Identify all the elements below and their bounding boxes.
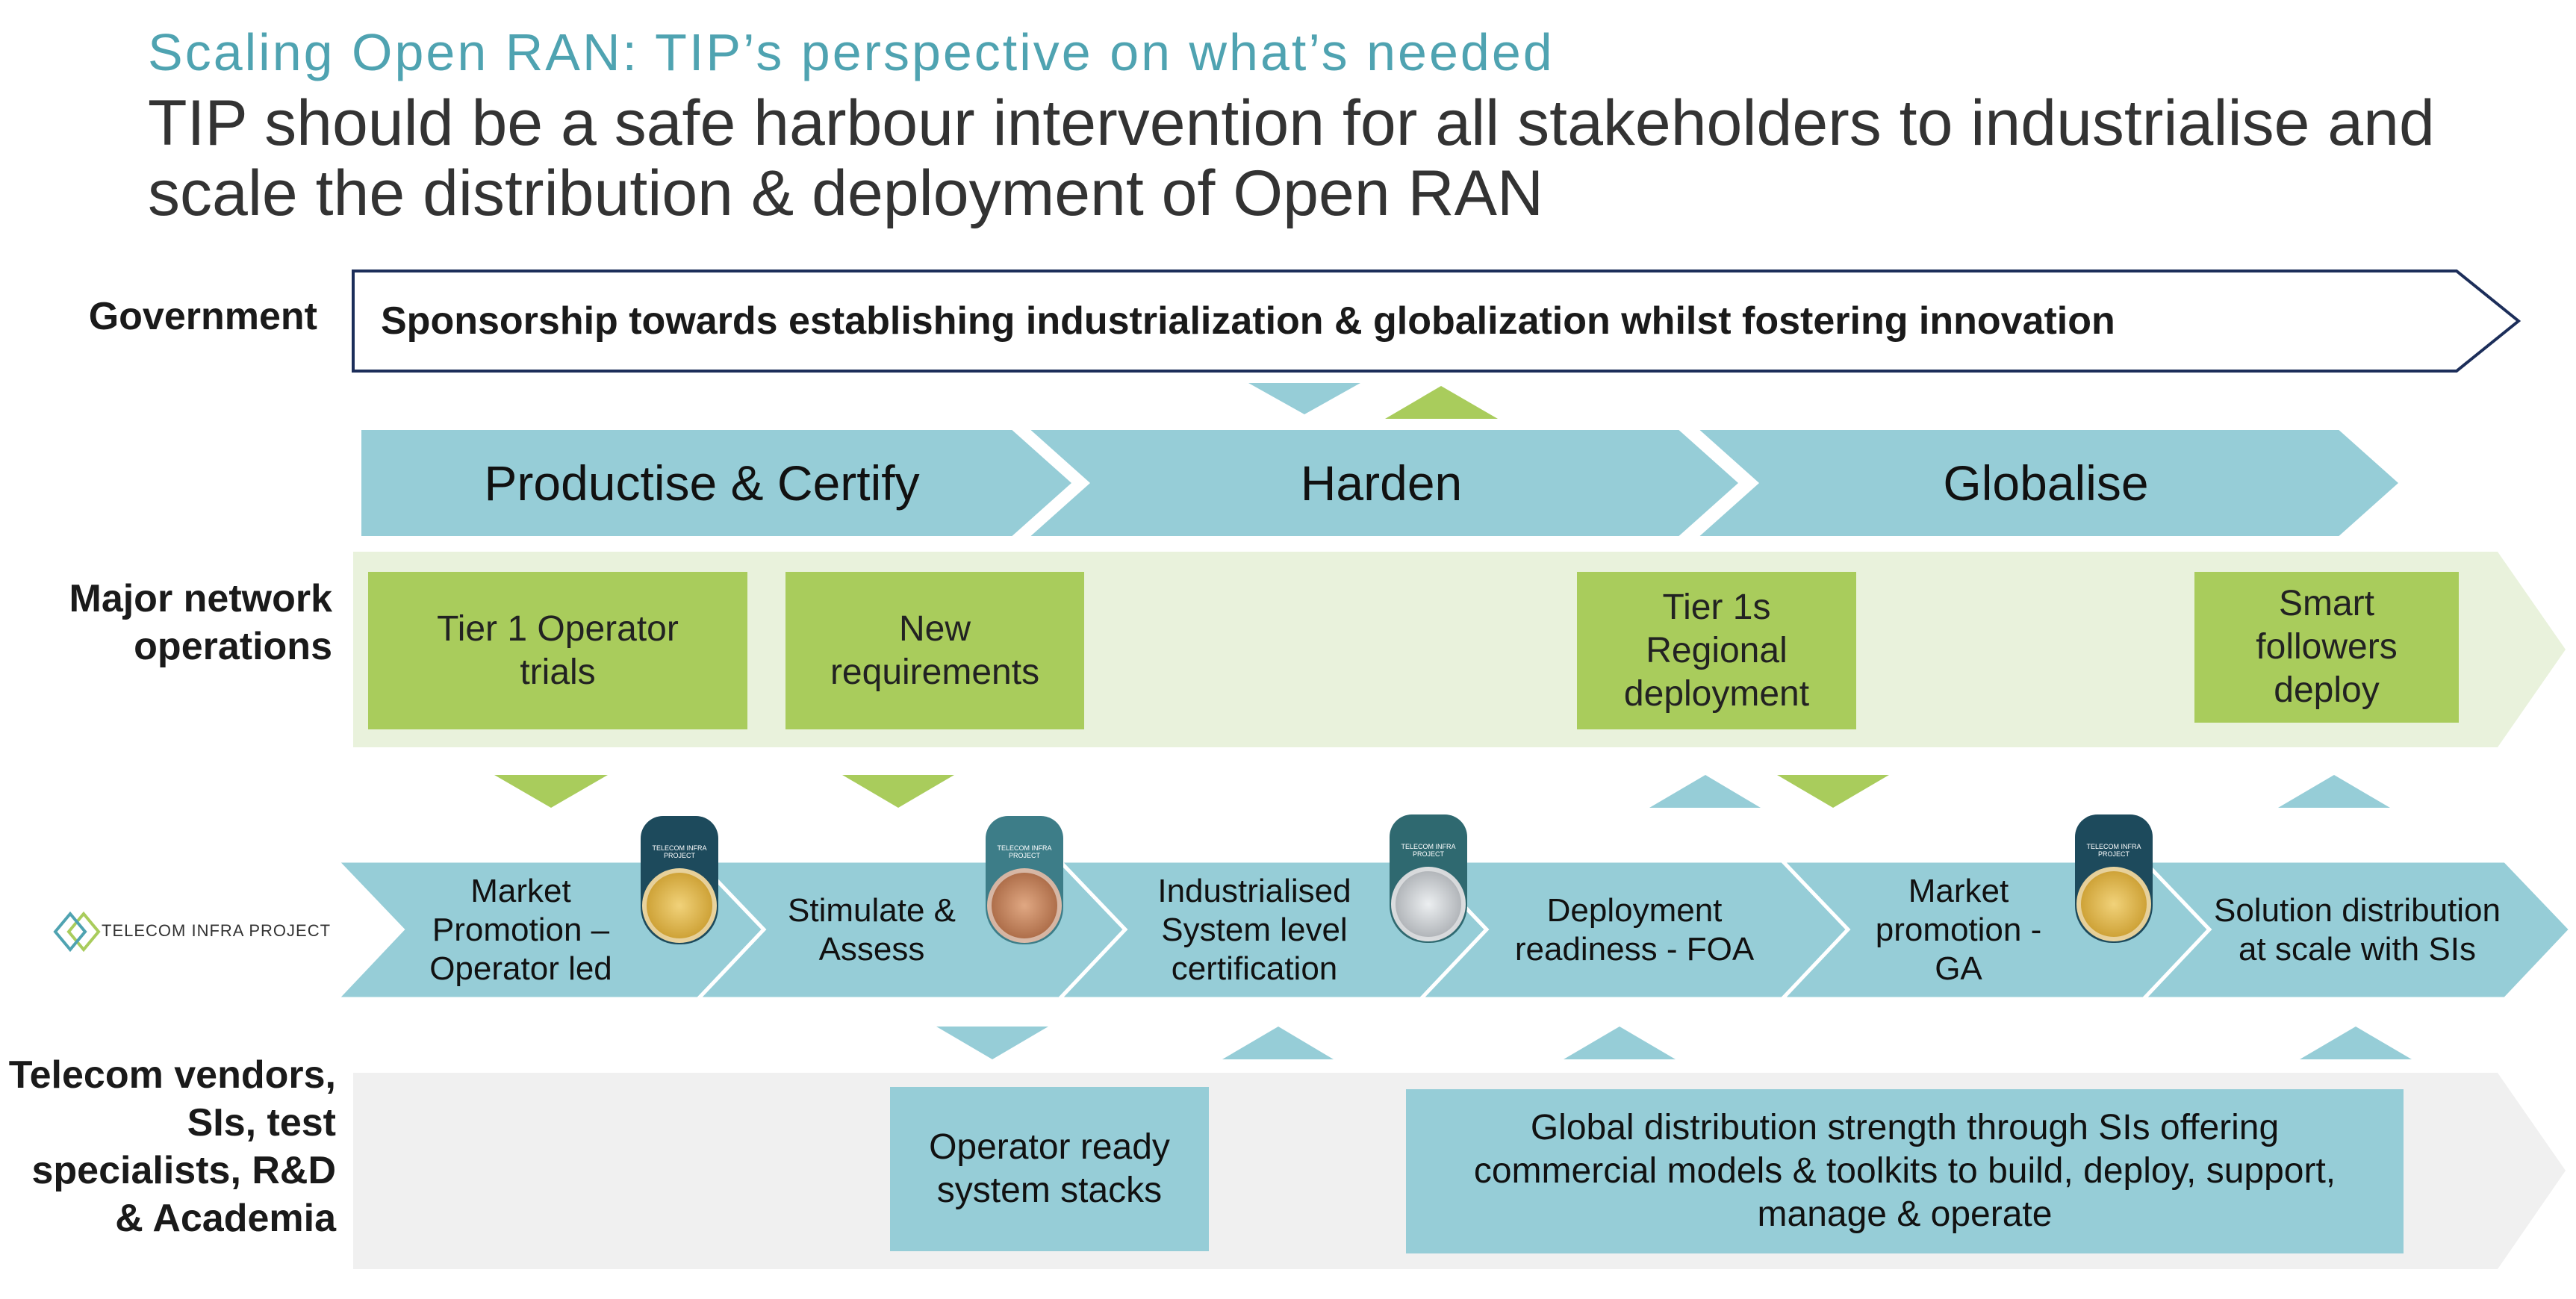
- tip-silver-badge-icon: TELECOM INFRA PROJECT: [1390, 814, 1467, 943]
- government-banner-text: Sponsorship towards establishing industr…: [381, 299, 2115, 343]
- phase-label: Harden: [1300, 455, 1463, 511]
- row-label-major: Major network operations: [69, 577, 333, 668]
- phase-label: Globalise: [1943, 455, 2149, 511]
- up-arrow-teal: [2278, 775, 2390, 808]
- up-arrow-green: [1385, 386, 1498, 419]
- vendor-box: Operator ready system stacks: [890, 1087, 1209, 1251]
- vendor-box: Global distribution strength through SIs…: [1406, 1089, 2404, 1253]
- tip-gold-badge-icon: TELECOM INFRA PROJECT: [641, 816, 718, 944]
- tip-logo: TELECOM INFRA PROJECT: [102, 921, 332, 940]
- down-arrow-teal: [936, 1027, 1048, 1059]
- phase-label: Productise & Certify: [484, 455, 920, 511]
- operator-box: Tier 1 Operator trials: [368, 572, 747, 729]
- kicker-heading: Scaling Open RAN: TIP’s perspective on w…: [148, 23, 1555, 81]
- up-arrow-teal: [1649, 775, 1761, 808]
- phase-chevron-3: [1684, 424, 2408, 542]
- process-step: Market Promotion – Operator led: [429, 872, 612, 987]
- up-arrow-teal: [2300, 1027, 2412, 1059]
- down-arrow-teal: [1248, 383, 1360, 414]
- down-arrow-green: [1777, 775, 1889, 808]
- up-arrow-teal: [1564, 1027, 1676, 1059]
- row-label-vendors: Telecom vendors, SIs, test specialists, …: [8, 1053, 336, 1240]
- tip-logo-icon: [53, 911, 101, 953]
- up-arrow-teal: [1222, 1027, 1334, 1059]
- process-step: Industrialised System level certificatio…: [1157, 872, 1351, 987]
- row-label-government: Government: [88, 295, 317, 338]
- operator-box: Smart followers deploy: [2194, 572, 2459, 723]
- phase-chevron-1: [355, 424, 1081, 542]
- page-title: TIP should be a safe harbour interventio…: [148, 87, 2435, 229]
- operator-box: New requirements: [785, 572, 1084, 729]
- down-arrow-green: [494, 775, 608, 808]
- process-step: Stimulate & Assess: [788, 891, 956, 968]
- process-step: Solution distribution at scale with SIs: [2213, 891, 2501, 968]
- government-arrow: [352, 270, 2521, 373]
- process-step: Market promotion - GA: [1875, 872, 2042, 987]
- phase-chevron-2: [1015, 424, 1748, 542]
- tip-bronze-badge-icon: TELECOM INFRA PROJECT: [986, 816, 1063, 944]
- down-arrow-green: [842, 775, 954, 808]
- process-step: Deployment readiness - FOA: [1514, 891, 1755, 968]
- process-chevron-6: [2139, 859, 2574, 1001]
- tip-gold-badge-icon: TELECOM INFRA PROJECT: [2075, 814, 2153, 943]
- operator-box: Tier 1s Regional deployment: [1577, 572, 1856, 729]
